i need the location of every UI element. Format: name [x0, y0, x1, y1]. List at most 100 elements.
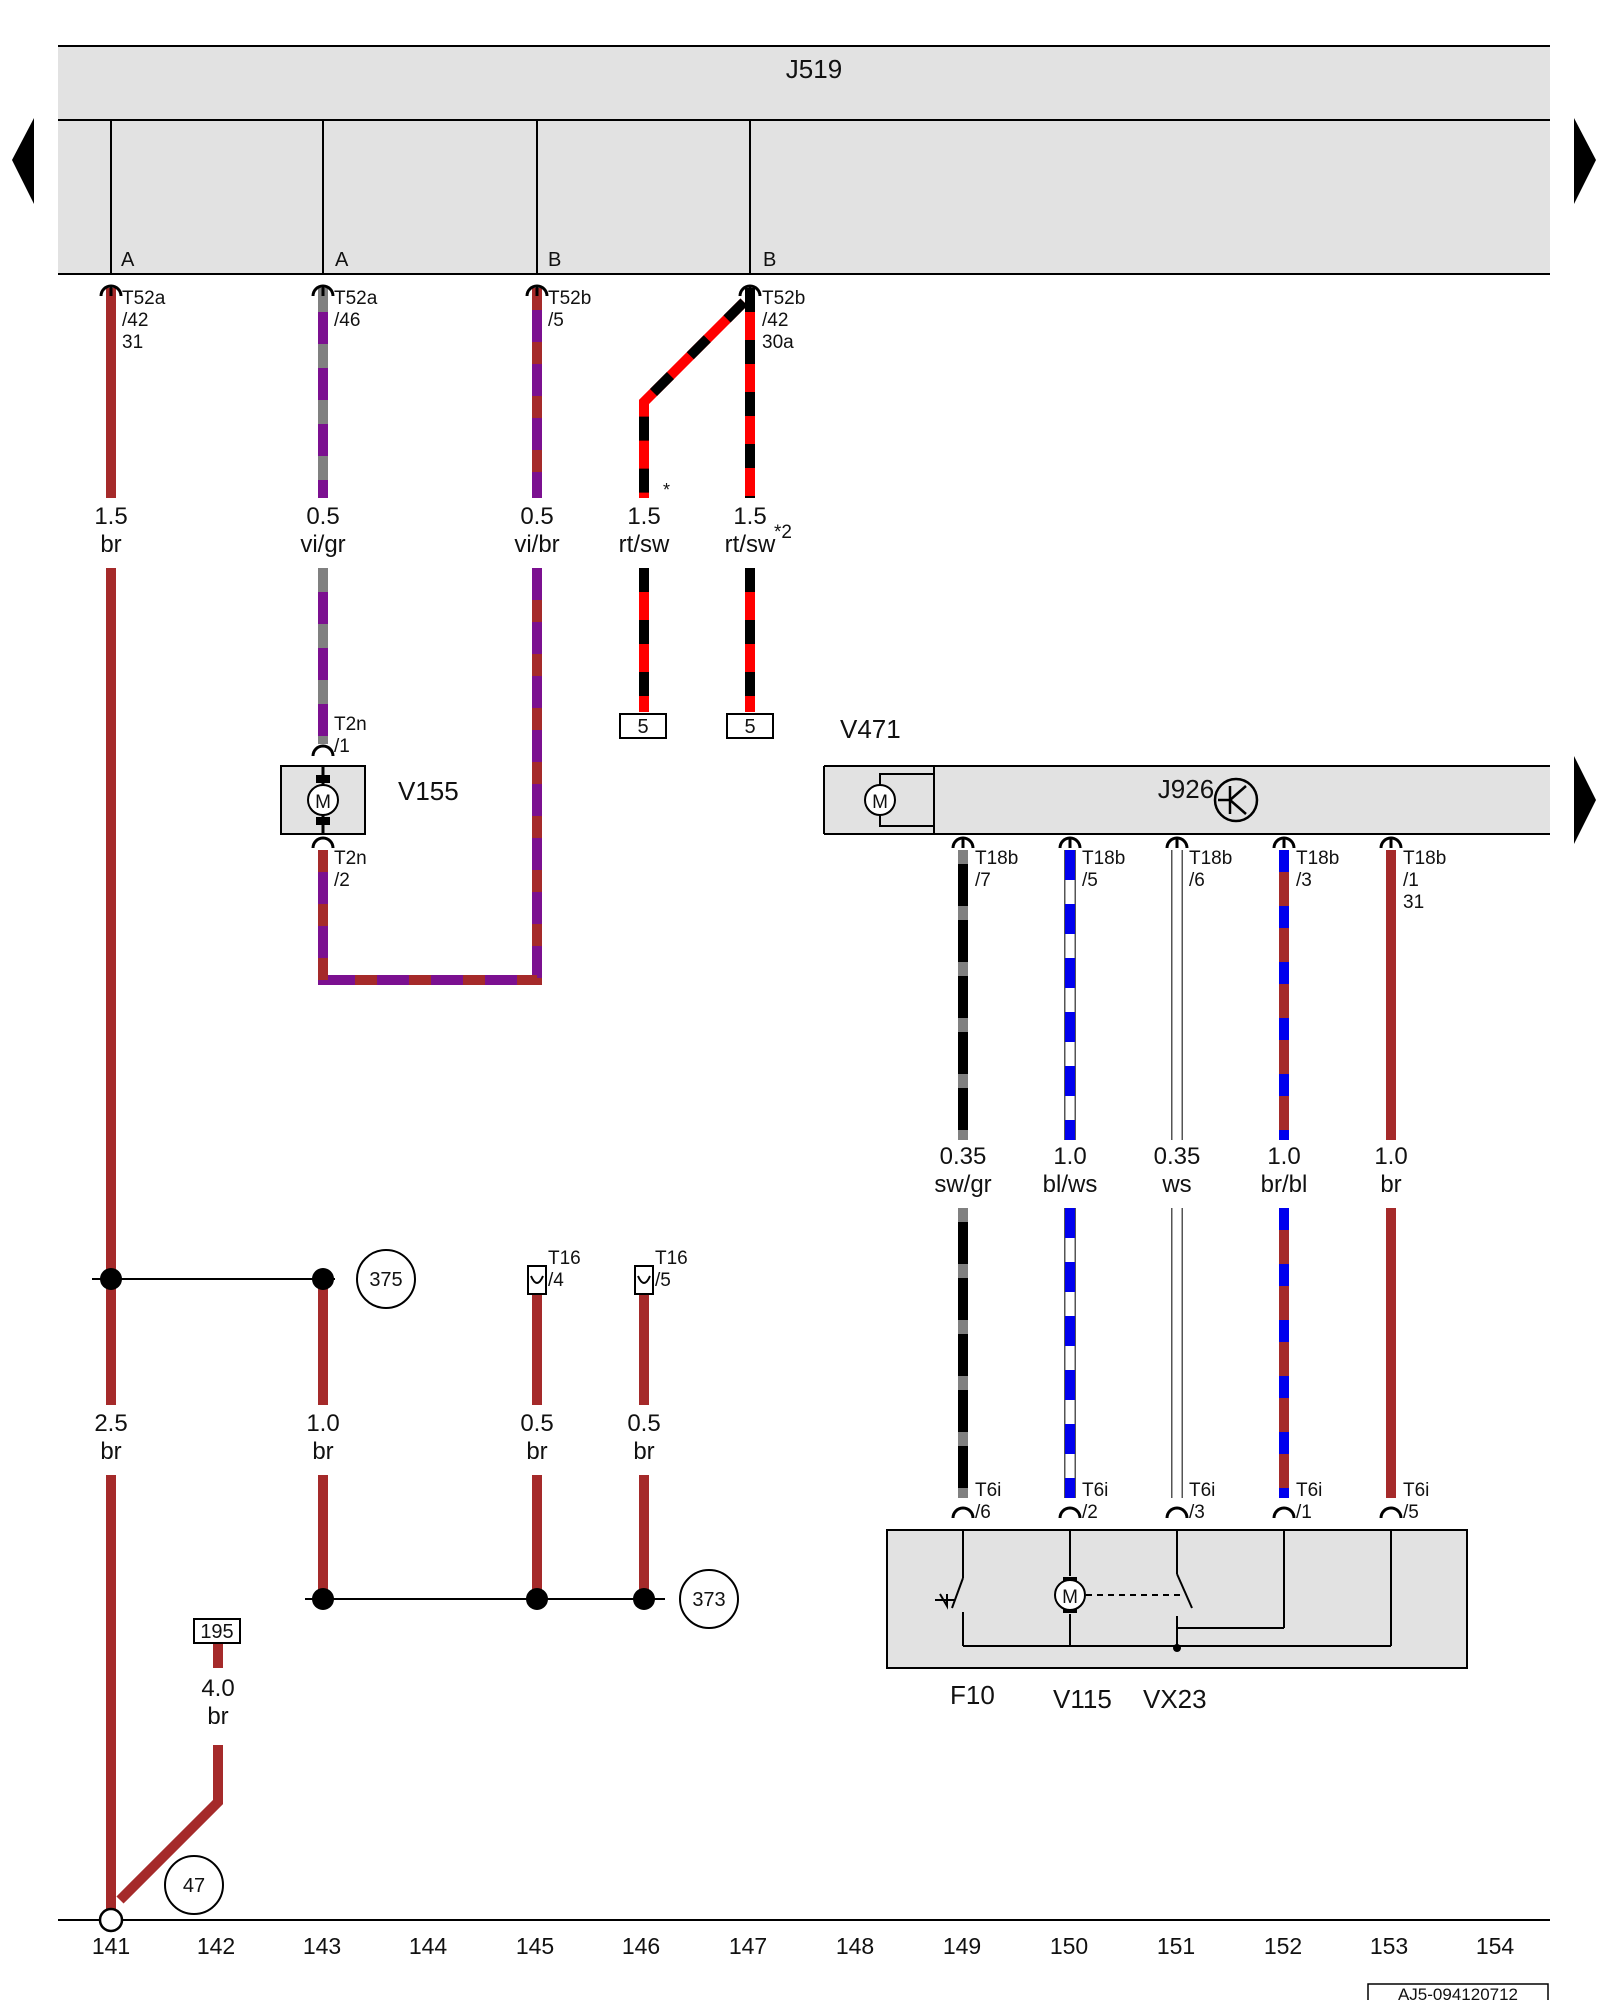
f10-label: F10: [950, 1680, 995, 1710]
side-label-a-141: A: [121, 249, 135, 271]
connector-t6-2: T6i /2: [1082, 1480, 1108, 1523]
connector-t18-3-name: T18b: [1296, 848, 1339, 869]
connector-c1-pin: /42: [122, 310, 148, 331]
terminal-box-147[interactable]: [726, 713, 774, 739]
wire-label-141-top-color: br: [100, 531, 121, 558]
grid-number: 154: [1476, 1933, 1515, 1959]
circle-47[interactable]: [164, 1855, 224, 1915]
connector-t18-5: T18b /5: [1082, 848, 1125, 891]
wire-label-153-size: 1.0: [1374, 1143, 1407, 1170]
connector-t16-5-pin: /5: [655, 1270, 671, 1291]
connector-t18-7-pin: /7: [975, 870, 991, 891]
connector-c1: T52a /42 31: [122, 288, 166, 353]
v155-motor-letter: M: [315, 792, 331, 813]
pin-t6-5[interactable]: [1379, 1506, 1403, 1519]
v155-brush-top: [316, 775, 330, 783]
connector-t18-6: T18b /6: [1189, 848, 1232, 891]
wire-142-lower[interactable]: [116, 1745, 223, 1904]
transistor-icon: [1213, 777, 1259, 823]
connector-t18-3: T18b /3: [1296, 848, 1339, 891]
connector-t18-3-pin: /3: [1296, 870, 1312, 891]
v471-label: V471: [840, 714, 901, 744]
wire-label-142-color: br: [207, 1703, 228, 1730]
grid-number: 145: [516, 1933, 554, 1959]
connector-t16-5: T16 /5: [655, 1248, 688, 1291]
grid-number: 148: [836, 1933, 874, 1959]
v155-label: V155: [398, 776, 459, 806]
wire-label-142-size: 4.0: [201, 1675, 234, 1702]
connector-c2: T52a /46: [334, 288, 378, 331]
v115-motor-letter: M: [1062, 1587, 1078, 1608]
note-star: *: [663, 480, 670, 500]
arrow-left-icon[interactable]: [12, 118, 34, 204]
connector-t18-5-pin: /5: [1082, 870, 1098, 891]
grid-number: 149: [943, 1933, 981, 1959]
grid-number: 144: [409, 1933, 448, 1959]
j926-label: J926: [1158, 774, 1214, 804]
grid-number: 153: [1370, 1933, 1408, 1959]
note-star2: *2: [774, 522, 792, 543]
wire-label-151-color: ws: [1161, 1171, 1191, 1198]
connector-c1-name: T52a: [122, 288, 166, 309]
arrow-right-icon[interactable]: [1574, 118, 1596, 204]
connector-t6-6-pin: /6: [975, 1502, 991, 1523]
grid-number: 151: [1157, 1933, 1195, 1959]
connector-t18-7: T18b /7: [975, 848, 1018, 891]
connector-c4: T52b /42 30a: [762, 288, 805, 353]
terminal-box-195[interactable]: [193, 1618, 241, 1644]
wire-label-147-top-size: 1.5: [733, 503, 766, 530]
pin-v155-bottom[interactable]: [311, 836, 335, 849]
wire-146-upper-stripe: [639, 298, 748, 498]
connector-t16-4-name: T16: [548, 1248, 581, 1269]
wire-146-upper-base[interactable]: [639, 298, 748, 498]
connector-t6-6-name: T6i: [975, 1480, 1001, 1501]
pin-t6-1[interactable]: [1272, 1506, 1296, 1519]
connector-t6-1-pin: /1: [1296, 1502, 1312, 1523]
wire-label-152-size: 1.0: [1267, 1143, 1300, 1170]
ground-terminal: [98, 1907, 124, 1933]
side-label-b-147: B: [763, 249, 776, 271]
circle-375-label: 375: [369, 1269, 402, 1291]
connector-v155-bottom: T2n /2: [334, 848, 367, 891]
wire-label-149-size: 0.35: [940, 1143, 987, 1170]
pin-t6-2[interactable]: [1058, 1506, 1082, 1519]
wire-label-141-top-size: 1.5: [94, 503, 127, 530]
pin-t6-6[interactable]: [951, 1506, 975, 1519]
wire-label-143-bottom-color: br: [312, 1438, 333, 1465]
node-143-375: [312, 1268, 334, 1290]
connector-t6-5: T6i /5: [1403, 1480, 1429, 1523]
connector-t6-1-name: T6i: [1296, 1480, 1322, 1501]
pin-v155-top[interactable]: [311, 744, 335, 757]
connector-v155-top-pin: /1: [334, 736, 350, 757]
t16-5-housing[interactable]: [634, 1265, 654, 1295]
circle-373[interactable]: [679, 1569, 739, 1629]
arrow-right-icon-lower[interactable]: [1574, 756, 1596, 844]
side-label-b-145: B: [548, 249, 561, 271]
circle-47-label: 47: [183, 1875, 205, 1897]
connector-t18-6-name: T18b: [1189, 848, 1232, 869]
connector-v155-bottom-pin: /2: [334, 870, 350, 891]
wire-label-146-bottom-color: br: [633, 1438, 654, 1465]
connector-c4-name: T52b: [762, 288, 805, 309]
connector-v155-bottom-name: T2n: [334, 848, 367, 869]
pin-t6-3[interactable]: [1165, 1506, 1189, 1519]
connector-t18-1: T18b /1 31: [1403, 848, 1446, 913]
wire-label-141-bottom-color: br: [100, 1438, 121, 1465]
wire-labels: 1.5 br 0.5 vi/gr 0.5 vi/br 1.5 rt/sw 1.5…: [94, 503, 1407, 1730]
grid-numbers: 141 142 143 144 145 146 147 148 149 150 …: [92, 1933, 1515, 1959]
connector-t6-5-name: T6i: [1403, 1480, 1429, 1501]
switch-module-junction: [1173, 1644, 1181, 1652]
j926-module[interactable]: [824, 766, 1550, 834]
connector-t6-6: T6i /6: [975, 1480, 1001, 1523]
circle-373-label: 373: [692, 1589, 725, 1611]
circle-375[interactable]: [356, 1249, 416, 1309]
j519-module: [58, 46, 1550, 274]
wire-label-152-color: br/bl: [1261, 1171, 1308, 1198]
connector-c2-name: T52a: [334, 288, 378, 309]
grid-number: 146: [622, 1933, 660, 1959]
wire-label-147-top-color: rt/sw: [725, 531, 776, 558]
terminal-box-146[interactable]: [619, 713, 667, 739]
t16-4-housing[interactable]: [527, 1265, 547, 1295]
wire-label-146-bottom-size: 0.5: [627, 1410, 660, 1437]
